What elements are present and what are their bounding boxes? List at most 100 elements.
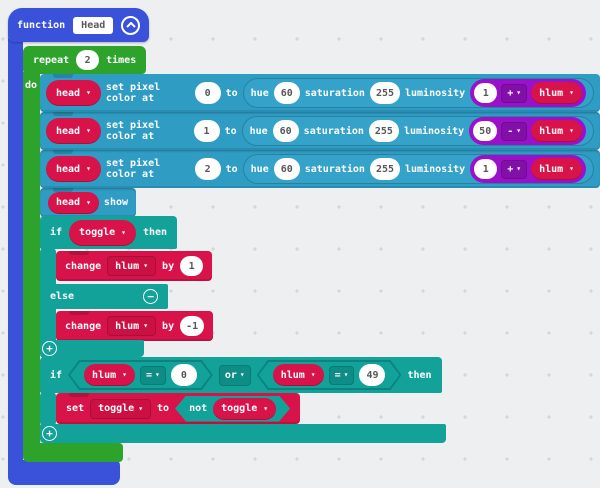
set-pixel-color-block[interactable]: head ▾ set pixel color at 2 to hue 60 sa… xyxy=(40,150,600,188)
variable-name: hlum xyxy=(115,260,140,272)
comparison-value-field[interactable]: 49 xyxy=(359,364,385,386)
to-label: to xyxy=(225,87,238,99)
pixel-index-field[interactable]: 1 xyxy=(193,120,220,142)
to-label: to xyxy=(224,125,237,137)
saturation-label: saturation xyxy=(304,163,365,175)
function-block-header[interactable]: function Head xyxy=(8,8,150,42)
dropdown-chevron-icon: ▾ xyxy=(239,370,245,379)
operator-value: + xyxy=(507,87,514,99)
condition-variable-dropdown[interactable]: toggle ▾ xyxy=(69,219,136,246)
strip-dropdown[interactable]: head ▾ xyxy=(46,156,101,182)
repeat-block-bottom[interactable] xyxy=(23,443,123,462)
variable-dropdown[interactable]: hlum ▾ xyxy=(531,158,582,180)
operand-field[interactable]: 1 xyxy=(474,159,498,179)
comparison-operator-dropdown[interactable]: = ▾ xyxy=(140,366,166,385)
if-label: if xyxy=(50,369,63,381)
change-variable-block[interactable]: change hlum ▾ by -1 xyxy=(56,311,214,341)
block-notch xyxy=(53,188,73,192)
hsl-color-block[interactable]: hue 60 saturation 255 luminosity 1 + ▾ h… xyxy=(242,154,594,184)
function-name-field[interactable]: Head xyxy=(73,16,114,34)
dropdown-chevron-icon: ▾ xyxy=(138,403,144,413)
saturation-label: saturation xyxy=(303,125,364,137)
variable-dropdown[interactable]: hlum ▾ xyxy=(84,364,135,386)
collapse-else-minus-icon[interactable]: − xyxy=(143,289,158,304)
set-pixel-label: set pixel color at xyxy=(105,158,161,180)
comparison-inner: hlum ▾ = ▾ 49 xyxy=(259,362,400,388)
pixel-index-field[interactable]: 2 xyxy=(194,158,221,180)
dropdown-chevron-icon: ▾ xyxy=(86,164,91,173)
if-or-block-header[interactable]: if hlum ▾ = ▾ 0 or ▾ hlum ▾ xyxy=(40,357,442,393)
strip-show-block[interactable]: head ▾ show xyxy=(40,188,137,217)
variable-name: hlum xyxy=(115,320,140,332)
strip-name: head xyxy=(56,87,81,99)
strip-name: head xyxy=(56,163,81,175)
strip-dropdown[interactable]: head ▾ xyxy=(48,191,99,214)
comparison-operator-dropdown[interactable]: = ▾ xyxy=(329,366,355,385)
operator-dropdown[interactable]: - ▾ xyxy=(501,121,528,141)
if-or-block-bottom[interactable]: + xyxy=(40,424,446,443)
variable-dropdown[interactable]: toggle ▾ xyxy=(213,398,276,420)
boolean-operator-dropdown[interactable]: or ▾ xyxy=(218,364,251,386)
change-value-field[interactable]: -1 xyxy=(180,316,205,336)
strip-dropdown[interactable]: head ▾ xyxy=(46,80,101,106)
hue-field[interactable]: 60 xyxy=(273,82,300,104)
set-pixel-color-block[interactable]: head ▾ set pixel color at 1 to hue 60 sa… xyxy=(40,112,600,150)
if-or-block-arm[interactable] xyxy=(40,392,56,426)
block-notch xyxy=(69,311,89,315)
variable-dropdown[interactable]: toggle ▾ xyxy=(90,398,152,419)
times-label: times xyxy=(106,54,137,66)
if-block-header[interactable]: if toggle ▾ then xyxy=(40,216,178,249)
collapse-chevron-up-icon[interactable] xyxy=(121,15,141,35)
saturation-label: saturation xyxy=(304,87,365,99)
hue-label: hue xyxy=(250,87,269,99)
comparison-value-field[interactable]: 0 xyxy=(171,364,197,386)
comparison-block[interactable]: hlum ▾ = ▾ 49 xyxy=(257,360,402,390)
operand-field[interactable]: 1 xyxy=(474,83,498,103)
hsl-color-block[interactable]: hue 60 saturation 255 luminosity 1 + ▾ h… xyxy=(242,78,594,108)
hsl-color-block[interactable]: hue 60 saturation 255 luminosity 50 - ▾ … xyxy=(241,116,594,146)
hue-field[interactable]: 60 xyxy=(273,158,300,180)
saturation-field[interactable]: 255 xyxy=(369,82,400,104)
math-operation-block[interactable]: 50 - ▾ hlum ▾ xyxy=(469,117,586,145)
saturation-field[interactable]: 255 xyxy=(368,120,399,142)
operand-field[interactable]: 50 xyxy=(473,121,498,141)
variable-dropdown[interactable]: hlum ▾ xyxy=(531,82,582,104)
set-pixel-label: set pixel color at xyxy=(105,120,161,142)
add-else-if-plus-icon[interactable]: + xyxy=(42,341,57,356)
else-row[interactable]: else − xyxy=(40,284,168,309)
block-notch xyxy=(69,251,89,255)
not-block[interactable]: not toggle ▾ xyxy=(175,396,290,422)
math-operation-block[interactable]: 1 + ▾ hlum ▾ xyxy=(470,155,586,183)
set-variable-block[interactable]: set toggle ▾ to not toggle ▾ xyxy=(56,393,301,424)
operator-dropdown[interactable]: + ▾ xyxy=(501,83,528,103)
add-else-if-plus-icon[interactable]: + xyxy=(42,426,57,441)
variable-dropdown[interactable]: hlum ▾ xyxy=(531,120,582,142)
variable-name: toggle xyxy=(79,227,116,238)
repeat-count-field[interactable]: 2 xyxy=(76,50,100,70)
change-value-field[interactable]: 1 xyxy=(180,256,204,276)
to-label: to xyxy=(225,163,238,175)
hue-field[interactable]: 60 xyxy=(272,120,299,142)
variable-dropdown[interactable]: hlum ▾ xyxy=(107,316,157,336)
if-else-block-bottom[interactable]: + xyxy=(40,340,144,357)
luminosity-label: luminosity xyxy=(405,163,466,175)
repeat-block-header[interactable]: repeat 2 times xyxy=(23,46,147,74)
by-label: by xyxy=(162,260,175,272)
variable-dropdown[interactable]: hlum ▾ xyxy=(107,256,157,276)
saturation-field[interactable]: 255 xyxy=(369,158,400,180)
math-operation-block[interactable]: 1 + ▾ hlum ▾ xyxy=(470,79,586,107)
or-label: or xyxy=(224,369,237,381)
operator-dropdown[interactable]: + ▾ xyxy=(501,159,528,179)
comparison-block[interactable]: hlum ▾ = ▾ 0 xyxy=(68,360,213,390)
function-label: function xyxy=(17,19,66,31)
strip-dropdown[interactable]: head ▾ xyxy=(46,118,101,144)
function-block-bottom[interactable] xyxy=(8,460,120,485)
set-pixel-color-block[interactable]: head ▾ set pixel color at 0 to hue 60 sa… xyxy=(40,74,600,112)
variable-dropdown[interactable]: hlum ▾ xyxy=(273,364,324,386)
repeat-block-arm[interactable] xyxy=(23,72,40,444)
else-label: else xyxy=(50,291,75,302)
function-block-arm[interactable] xyxy=(8,38,23,464)
pixel-index-field[interactable]: 0 xyxy=(194,82,221,104)
then-label: then xyxy=(143,227,168,238)
change-variable-block[interactable]: change hlum ▾ by 1 xyxy=(56,251,213,281)
